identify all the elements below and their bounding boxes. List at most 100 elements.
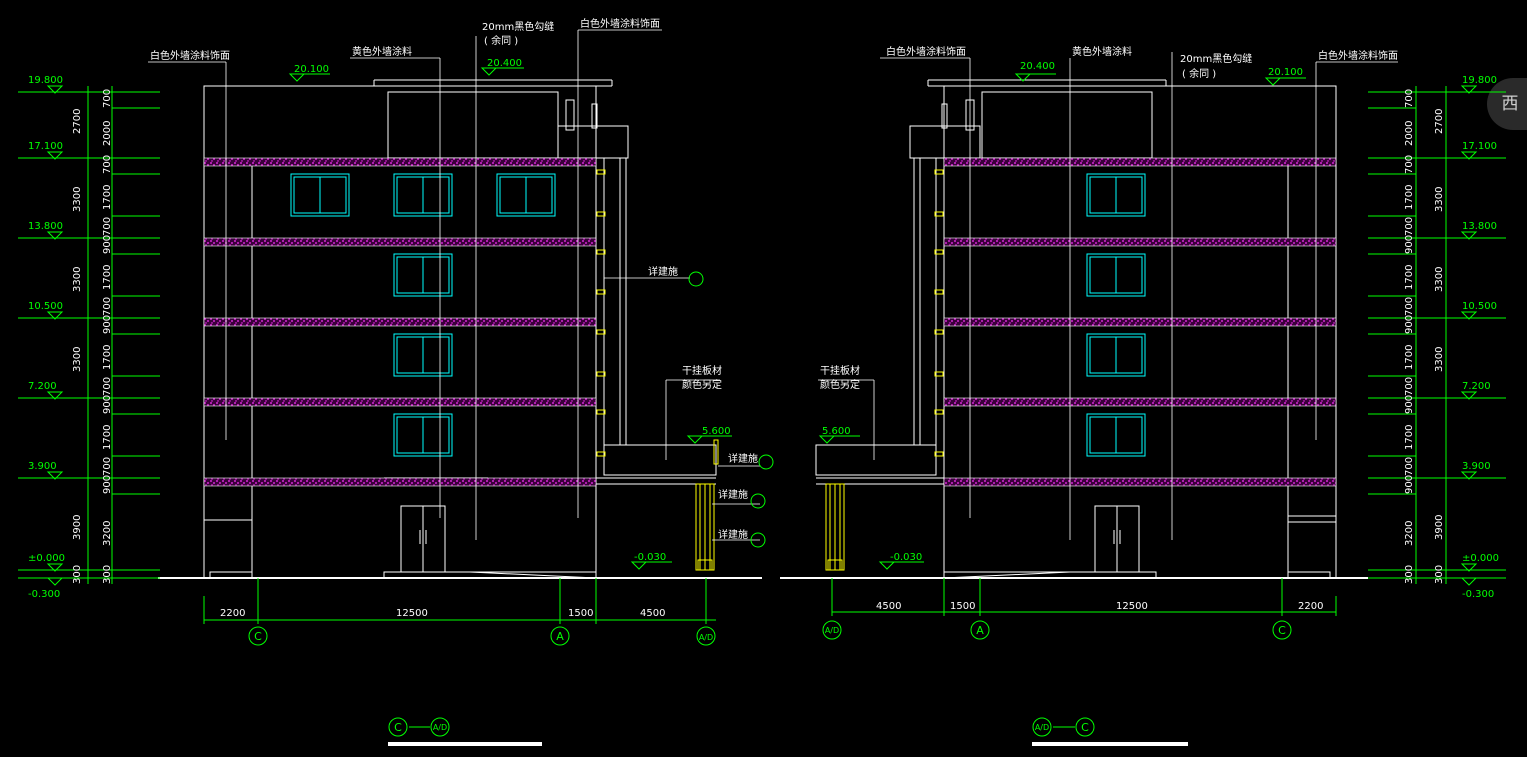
note-white-wall-2: 白色外墙涂料饰面	[1318, 49, 1398, 62]
note-see-detail: 详建施	[728, 452, 758, 465]
canopy-mark: 5.600	[702, 426, 731, 437]
dim-text: 1700	[102, 265, 113, 290]
elev-mark: -0.300	[28, 589, 60, 600]
right-windows	[1086, 173, 1146, 457]
dim-text: 900	[102, 315, 113, 334]
dim-text: 900	[102, 235, 113, 254]
elev-mark: 7.200	[1462, 381, 1491, 392]
dim-text: 2200	[1298, 601, 1323, 612]
dim-text: 900	[1404, 475, 1415, 494]
elev-mark: 19.800	[28, 75, 63, 86]
elev-mark: 17.100	[28, 141, 63, 152]
right-notes: 白色外墙涂料饰面 黄色外墙涂料 20mm黑色勾缝 ( 余同 ) 白色外墙涂料饰面…	[820, 45, 1398, 391]
note-yellow-wall: 黄色外墙涂料	[352, 45, 412, 58]
axis-label: A/D	[825, 626, 839, 635]
dim-text: 700	[1404, 457, 1415, 476]
dim-text: 700	[1404, 377, 1415, 396]
dim-text: 2700	[72, 109, 83, 134]
corner-side-widget[interactable]: 西	[1487, 78, 1527, 130]
dim-text: 900	[1404, 395, 1415, 414]
dim-text: 700	[102, 297, 113, 316]
dim-text: 700	[1404, 297, 1415, 316]
dim-text: 900	[102, 395, 113, 414]
dim-text: 3300	[72, 267, 83, 292]
left-notes: 白色外墙涂料饰面 黄色外墙涂料 20mm黑色勾缝 ( 余同 ) 白色外墙涂料饰面…	[150, 17, 758, 541]
axis-label: A	[976, 624, 984, 637]
note-white-wall: 白色外墙涂料饰面	[886, 45, 966, 58]
dim-text: 300	[1434, 565, 1445, 584]
note-white-wall: 白色外墙涂料饰面	[150, 49, 230, 62]
dim-text: 3200	[1404, 521, 1415, 546]
dim-text: 3300	[1434, 347, 1445, 372]
title-axis-to: C	[1081, 721, 1089, 734]
elev-mark: 13.800	[28, 221, 63, 232]
title-axis-to: A/D	[433, 723, 447, 732]
note-joint-sub: ( 余同 )	[1182, 67, 1216, 80]
title-axis-from: A/D	[1035, 723, 1049, 732]
dim-text: 900	[1404, 235, 1415, 254]
dim-text: 3300	[72, 347, 83, 372]
dim-text: 1700	[1404, 425, 1415, 450]
dim-text: 1700	[102, 185, 113, 210]
right-bands	[943, 157, 1337, 487]
elev-mark: 3.900	[1462, 461, 1491, 472]
left-axis-labels: C A A/D C A/D	[254, 630, 713, 734]
top-mark: 20.400	[1020, 61, 1055, 72]
note-see-detail: 详建施	[718, 528, 748, 541]
dim-text: 1500	[568, 608, 593, 619]
dim-text: 2000	[102, 121, 113, 146]
elev-mark: 19.800	[1462, 75, 1497, 86]
left-elevation-marks: 19.800 17.100 13.800 10.500 7.200 3.900 …	[28, 75, 65, 600]
right-leaders	[818, 52, 1398, 540]
right-bottom-dims: 4500 1500 12500 2200	[876, 601, 1323, 612]
dim-text: 1700	[102, 425, 113, 450]
dim-text: 700	[1404, 89, 1415, 108]
dim-text: 3300	[1434, 187, 1445, 212]
elev-mark: ±0.000	[1462, 553, 1499, 564]
note-color-tbd: 颜色另定	[682, 378, 722, 391]
axis-label: A	[556, 630, 564, 643]
note-joint: 20mm黑色勾缝	[482, 20, 554, 33]
canopy-mark: 5.600	[822, 426, 851, 437]
dim-text: 1700	[102, 345, 113, 370]
dim-text: 900	[1404, 315, 1415, 334]
note-joint: 20mm黑色勾缝	[1180, 52, 1252, 65]
right-level-marks: 20.400 20.100 5.600 -0.030	[822, 61, 1303, 563]
left-yellow-details	[596, 169, 719, 571]
elev-mark: 3.900	[28, 461, 57, 472]
note-dry-hang: 干挂板材	[820, 364, 860, 377]
dim-text: 1700	[1404, 345, 1415, 370]
dim-text: 300	[1404, 565, 1415, 584]
dim-text: 2700	[1434, 109, 1445, 134]
right-dims-outer: 2700 3300 3300 3300 3900 300	[1434, 109, 1445, 584]
title-axis-from: C	[394, 721, 402, 734]
dim-text: 700	[102, 457, 113, 476]
dim-text: 700	[102, 377, 113, 396]
elev-mark: 7.200	[28, 381, 57, 392]
dim-text: 4500	[876, 601, 901, 612]
dim-text: 12500	[1116, 601, 1148, 612]
left-dims-outer: 2700 3300 3300 3300 3900 300	[72, 109, 83, 584]
left-leaders	[148, 29, 760, 541]
note-yellow-wall: 黄色外墙涂料	[1072, 45, 1132, 58]
left-bands	[203, 157, 597, 487]
dim-text: 700	[1404, 155, 1415, 174]
left-dims-inner: 700 2000 700 1700 700 900 1700 700 900 1…	[102, 89, 113, 584]
dim-text: 3300	[1434, 267, 1445, 292]
elev-mark: ±0.000	[28, 553, 65, 564]
top-mark: 20.400	[487, 58, 522, 69]
dim-text: 2200	[220, 608, 245, 619]
right-title-underline	[1032, 742, 1188, 746]
dim-text: 700	[102, 155, 113, 174]
elev-mark: -0.300	[1462, 589, 1494, 600]
left-elevation	[158, 79, 762, 579]
axis-label: C	[254, 630, 262, 643]
dim-text: 12500	[396, 608, 428, 619]
left-bottom-dims: 2200 12500 1500 4500	[220, 608, 665, 619]
right-dim-lines	[818, 73, 1506, 737]
dim-text: 700	[102, 217, 113, 236]
elev-mark: 10.500	[28, 301, 63, 312]
dim-text: 1700	[1404, 265, 1415, 290]
dim-text: 3900	[1434, 515, 1445, 540]
